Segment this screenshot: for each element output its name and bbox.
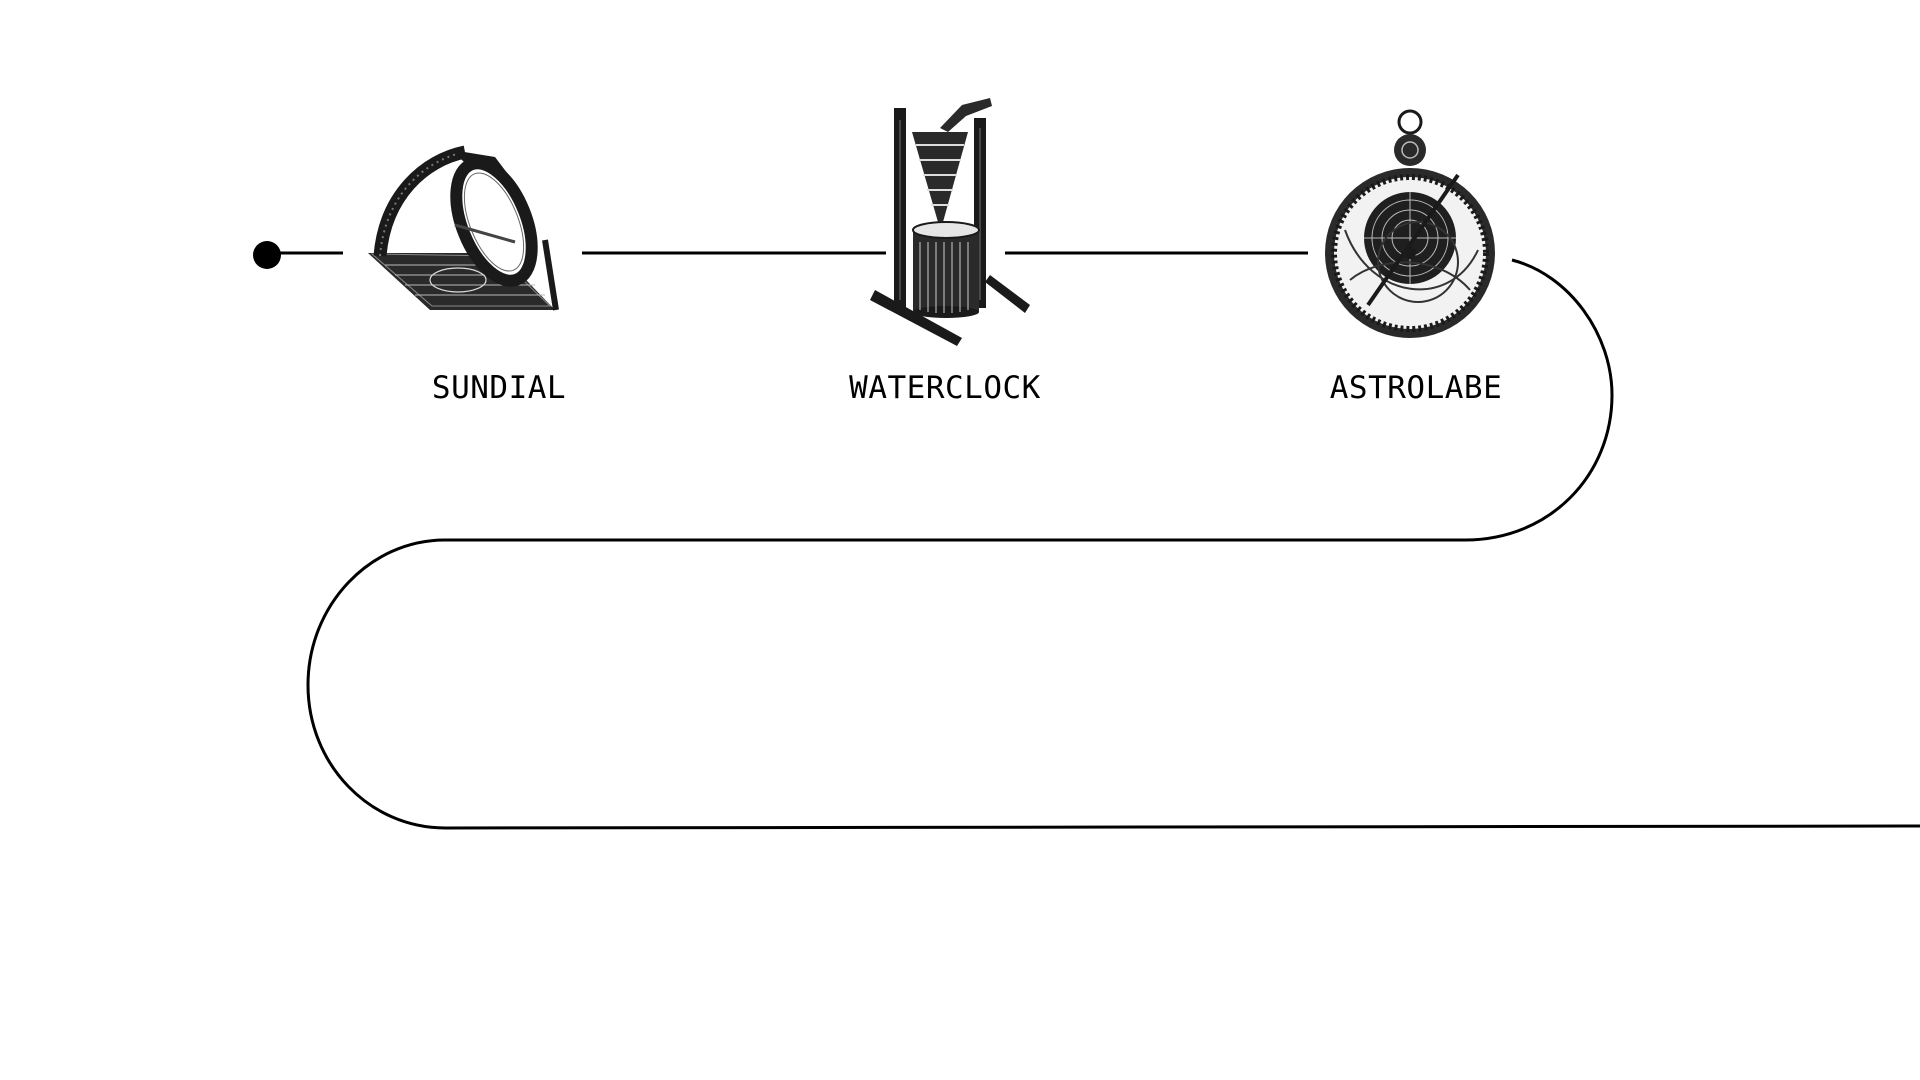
timeline-serpentine-path	[306, 258, 1920, 830]
milestone-label-sundial: SUNDIAL	[431, 370, 567, 406]
timeline-start-dot	[253, 241, 281, 269]
milestone-label-astrolabe: ASTROLABE	[1329, 370, 1503, 406]
astrolabe-icon	[1325, 109, 1495, 338]
timeline-path	[267, 251, 1920, 830]
milestone-label-waterclock: WATERCLOCK	[849, 370, 1041, 406]
waterclock-icon	[870, 98, 1030, 346]
sundial-icon	[368, 145, 559, 311]
